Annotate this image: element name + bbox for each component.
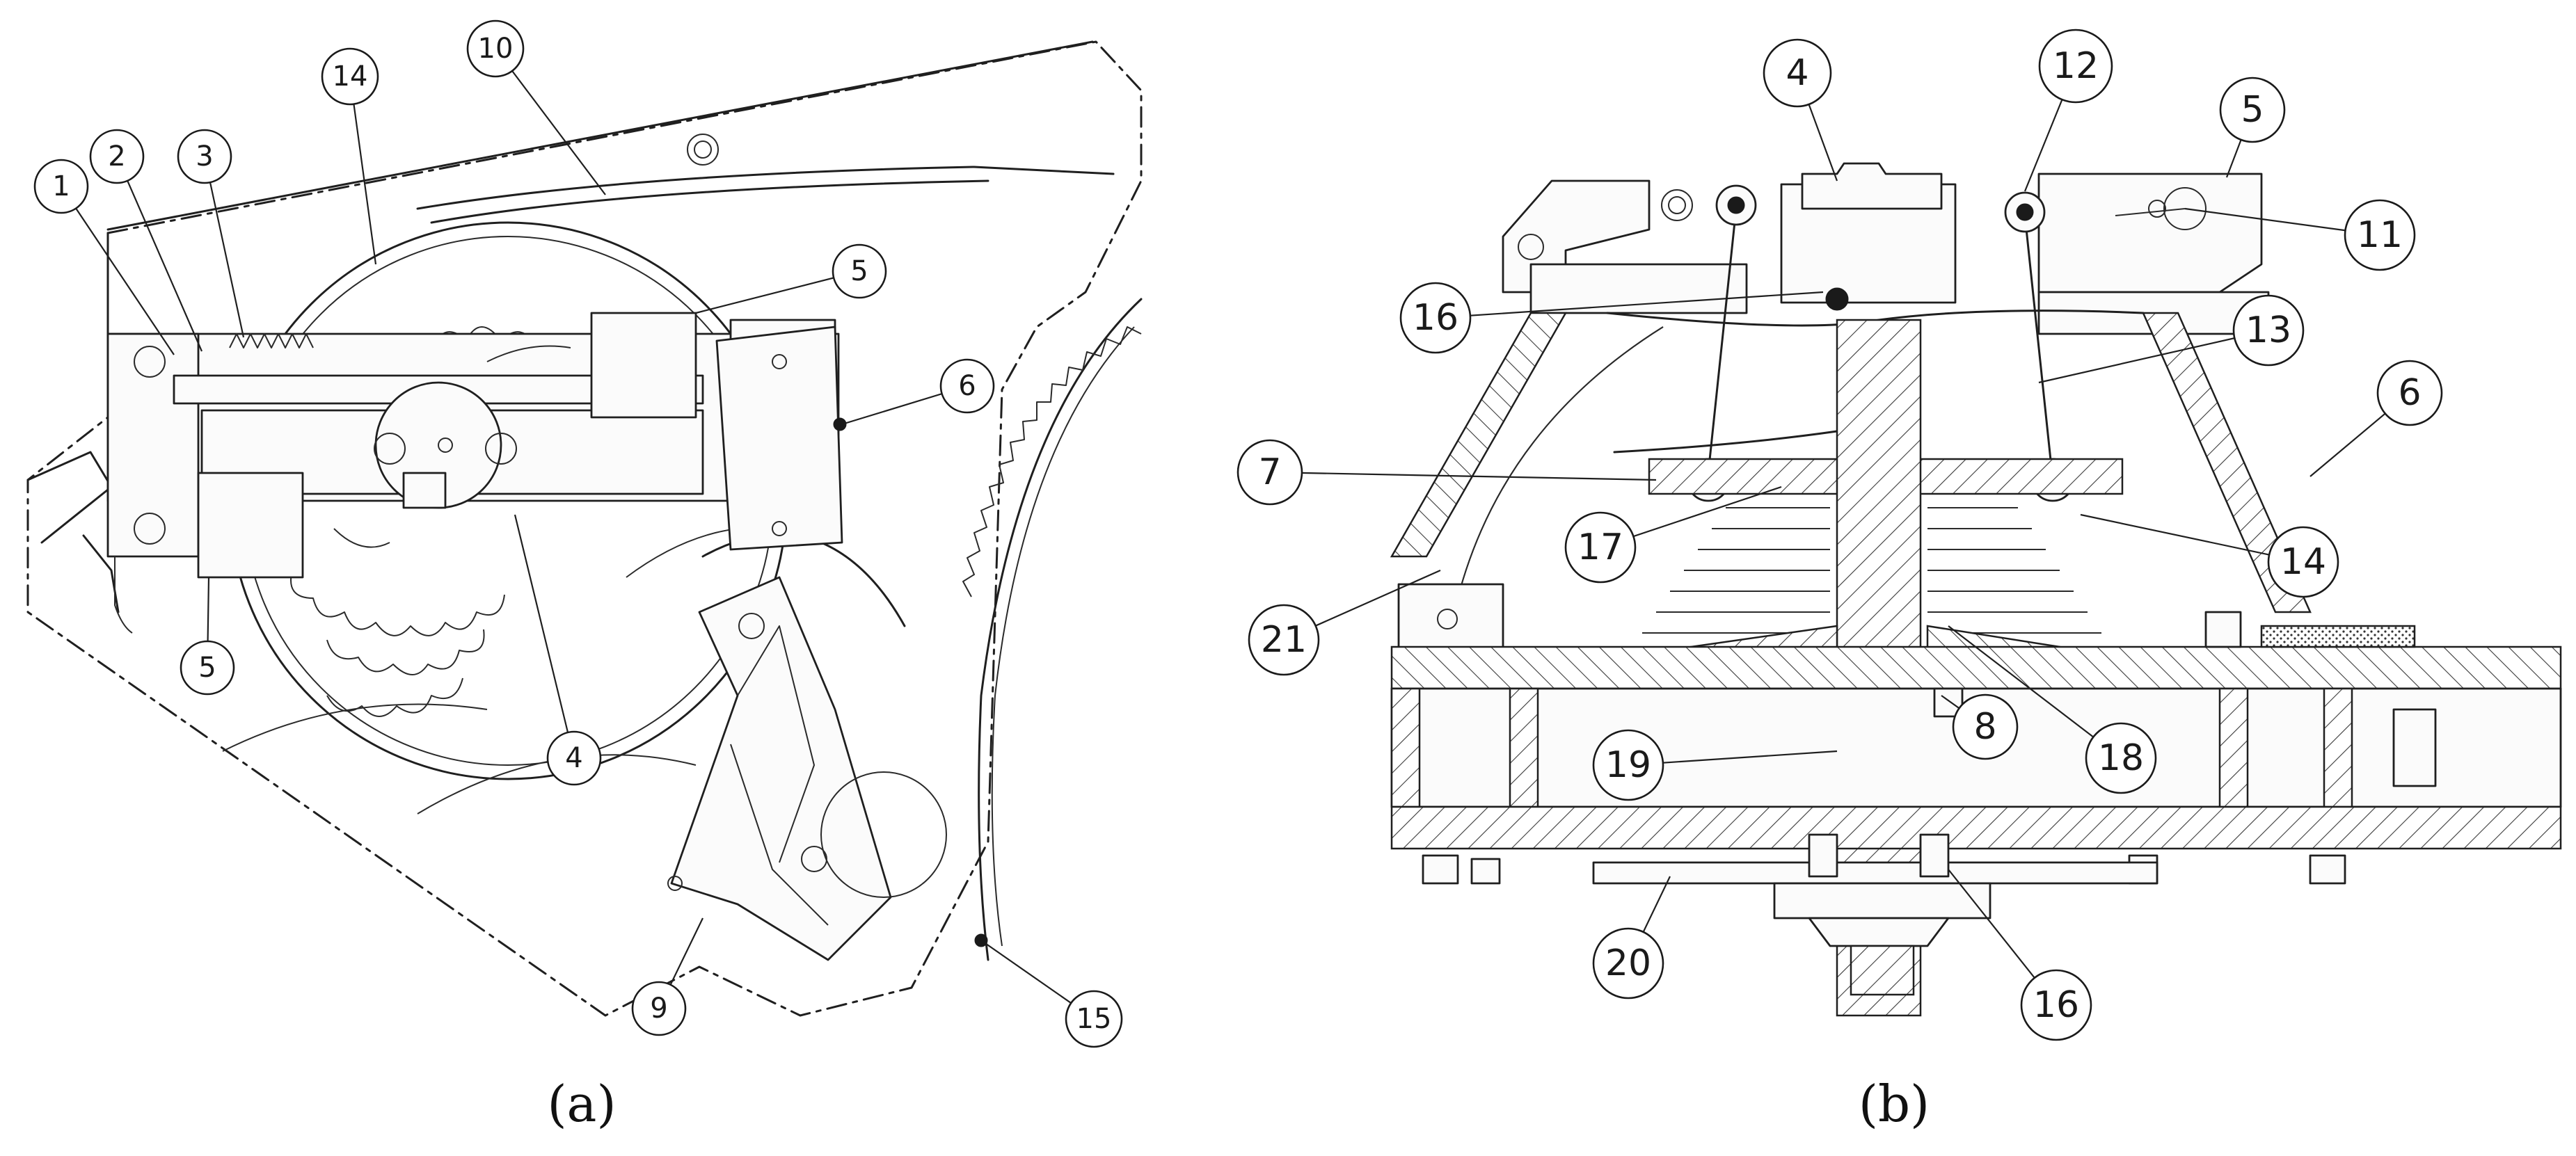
callout-b-6: 6 — [2376, 360, 2443, 426]
svg-text:1: 1 — [52, 170, 70, 202]
svg-text:20: 20 — [1605, 942, 1651, 984]
callout-b-14: 14 — [2267, 526, 2339, 598]
callout-b-5: 5 — [2219, 77, 2286, 143]
callout-b-21: 21 — [1248, 604, 1320, 676]
callout-15: 15 — [1065, 990, 1123, 1048]
callout-5-upper: 5 — [832, 243, 887, 299]
svg-text:13: 13 — [2245, 310, 2291, 351]
svg-text:5: 5 — [2241, 89, 2264, 131]
callout-b-16-lower: 16 — [2020, 969, 2092, 1041]
svg-text:10: 10 — [478, 33, 514, 65]
svg-text:14: 14 — [333, 61, 368, 93]
callout-b-16-upper: 16 — [1399, 282, 1472, 354]
subfigure-a-caption: (a) — [547, 1075, 616, 1133]
callout-6: 6 — [939, 358, 995, 414]
svg-text:18: 18 — [2098, 737, 2144, 779]
svg-text:15: 15 — [1076, 1003, 1112, 1035]
svg-text:9: 9 — [650, 993, 667, 1025]
callout-10: 10 — [466, 19, 525, 78]
svg-text:12: 12 — [2053, 45, 2099, 87]
svg-text:7: 7 — [1258, 451, 1281, 493]
callout-9: 9 — [631, 981, 687, 1036]
callout-1: 1 — [33, 159, 89, 214]
subfigure-b-caption: (b) — [1859, 1075, 1930, 1133]
callout-b-11: 11 — [2344, 199, 2416, 271]
callout-b-17: 17 — [1564, 511, 1637, 584]
svg-text:11: 11 — [2357, 214, 2403, 256]
svg-text:5: 5 — [850, 255, 868, 287]
svg-text:17: 17 — [1577, 527, 1623, 568]
callout-14: 14 — [321, 47, 379, 106]
svg-text:8: 8 — [1973, 706, 1996, 748]
callout-b-20: 20 — [1592, 927, 1664, 1000]
callout-b-4: 4 — [1763, 38, 1832, 108]
subfigure-a-rear-derailleur-drawing — [26, 40, 1143, 1017]
callout-b-8: 8 — [1952, 693, 2019, 760]
callout-2: 2 — [89, 129, 145, 184]
callout-4: 4 — [546, 730, 602, 786]
svg-text:14: 14 — [2280, 541, 2326, 583]
svg-text:16: 16 — [1413, 297, 1458, 339]
callout-b-19: 19 — [1592, 729, 1664, 801]
callout-3: 3 — [177, 129, 232, 184]
callout-b-13: 13 — [2232, 294, 2305, 367]
svg-text:6: 6 — [958, 370, 976, 402]
callout-5-lower: 5 — [180, 640, 235, 696]
svg-text:4: 4 — [1786, 52, 1808, 94]
svg-text:5: 5 — [198, 652, 216, 684]
svg-text:19: 19 — [1605, 744, 1651, 786]
callout-b-12: 12 — [2038, 29, 2113, 104]
callout-b-18: 18 — [2085, 722, 2157, 794]
svg-text:3: 3 — [196, 141, 213, 172]
svg-text:16: 16 — [2033, 984, 2079, 1026]
svg-text:21: 21 — [1261, 619, 1307, 661]
svg-text:4: 4 — [565, 742, 582, 774]
svg-text:2: 2 — [108, 141, 125, 172]
callout-b-7: 7 — [1237, 439, 1303, 506]
subfigure-b-section-view-drawing — [1390, 162, 2562, 1017]
svg-text:6: 6 — [2398, 372, 2421, 414]
